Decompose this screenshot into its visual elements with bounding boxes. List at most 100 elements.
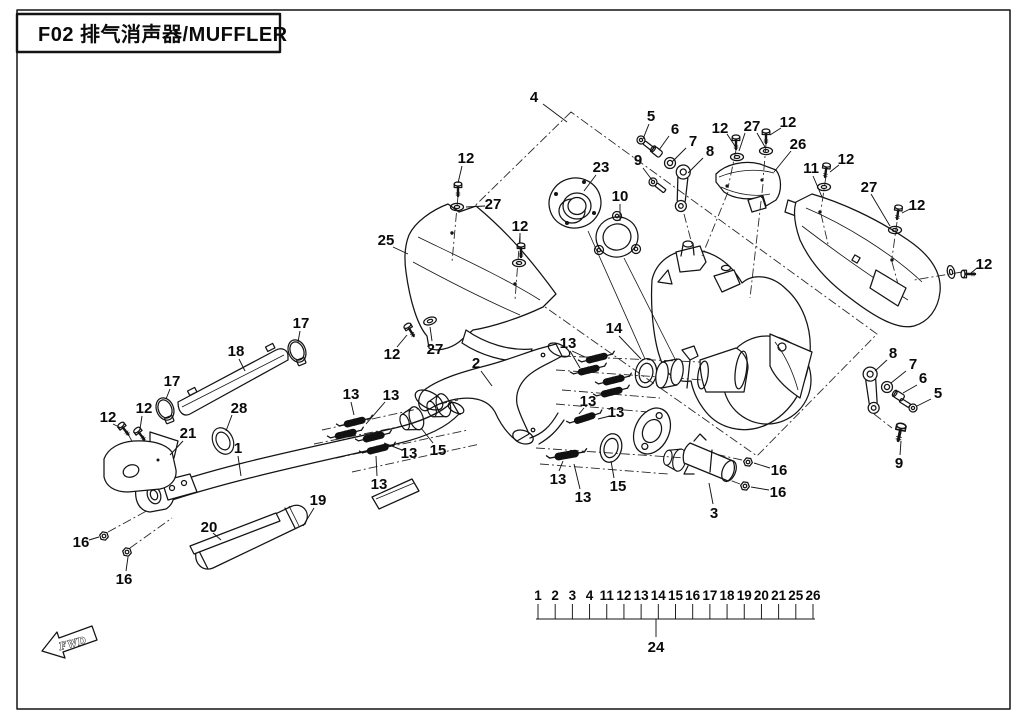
callout-leader — [225, 414, 233, 432]
part-callout-6: 6 — [671, 121, 679, 138]
part-callout-12: 12 — [838, 151, 855, 168]
callout-leader — [573, 463, 581, 490]
washer — [945, 264, 957, 280]
part-callout-12: 12 — [136, 400, 153, 417]
part-callout-15: 15 — [610, 478, 627, 495]
callout-leader — [396, 334, 408, 348]
bolt-12 — [761, 127, 771, 145]
part-callout-13: 13 — [401, 445, 418, 462]
part-callout-13: 13 — [371, 476, 388, 493]
hanger-link-8 — [672, 163, 692, 213]
part-callout-28: 28 — [231, 400, 248, 417]
index-number-21: 21 — [771, 588, 787, 603]
fwd-arrow: FWD — [41, 625, 98, 659]
spring-13 — [593, 385, 630, 396]
callout-leader — [558, 460, 564, 472]
callout-leader — [901, 208, 911, 214]
gasket-ring-15 — [596, 430, 626, 466]
part-callout-15: 15 — [430, 442, 447, 459]
callout-leader — [375, 455, 378, 477]
callout-leader — [392, 246, 409, 255]
callout-leader — [812, 175, 823, 198]
bushing-7 — [880, 380, 894, 394]
page-border — [16, 9, 1011, 710]
part-callout-12: 12 — [976, 256, 993, 273]
part-callout-3: 3 — [710, 505, 718, 522]
washer-27 — [729, 152, 745, 162]
upper-port — [547, 342, 571, 358]
callout-leader — [874, 359, 888, 372]
callout-leader — [542, 103, 568, 123]
spring-13 — [567, 410, 603, 424]
part-callout-13: 13 — [383, 387, 400, 404]
callout-leader — [610, 460, 615, 479]
part-callout-5: 5 — [934, 385, 942, 402]
part-callout-27: 27 — [427, 341, 444, 358]
callout-leader — [237, 455, 242, 477]
tail-pipe-3 — [682, 433, 737, 483]
callout-leader — [726, 133, 736, 147]
callout-leader — [890, 370, 907, 384]
part-callout-16: 16 — [73, 534, 90, 551]
muffler-bracket — [657, 240, 707, 285]
index-number-1: 1 — [534, 588, 542, 603]
connector-tube-18 — [152, 336, 311, 427]
hose-clamp-17 — [284, 336, 311, 369]
callout-leader — [88, 536, 100, 541]
callout-leader — [169, 440, 184, 456]
part-callout-7: 7 — [689, 133, 697, 150]
callout-leader — [902, 384, 918, 394]
page-title: F02 排气消声器/MUFFLER — [38, 22, 288, 46]
index-number-19: 19 — [737, 588, 752, 603]
bolt-12 — [453, 180, 463, 198]
bolt-12 — [892, 203, 904, 221]
part-callout-12: 12 — [100, 409, 117, 426]
index-number-26: 26 — [805, 588, 821, 603]
title-box: F02 排气消声器/MUFFLER — [15, 12, 288, 54]
part-callout-26: 26 — [790, 136, 807, 153]
part-callout-12: 12 — [712, 120, 729, 137]
index-number-4: 4 — [586, 588, 594, 603]
oval-flange — [632, 407, 672, 455]
heat-shield-11 — [784, 193, 941, 328]
index-number-20: 20 — [754, 588, 769, 603]
front-pipe-1 — [98, 401, 465, 570]
part-callout-1: 1 — [234, 440, 242, 457]
exhaust-flange-23 — [548, 177, 602, 229]
index-number-18: 18 — [720, 588, 736, 603]
gasket-ring-14 — [632, 356, 660, 390]
callout-leader — [870, 193, 891, 227]
callout-leader — [753, 462, 771, 469]
joint-lower — [546, 402, 754, 492]
part-callout-16: 16 — [116, 571, 133, 588]
assembly-number: 24 — [648, 639, 665, 656]
callout-leader — [773, 150, 792, 173]
callout-leader — [302, 507, 315, 527]
callout-leader — [350, 401, 355, 416]
part-callout-18: 18 — [228, 343, 245, 360]
part-callout-12: 12 — [780, 114, 797, 131]
callout-leader — [708, 482, 714, 505]
part-callout-19: 19 — [310, 492, 327, 509]
inlet-sleeve — [655, 345, 699, 389]
pipe-bracket-tab — [371, 478, 420, 510]
callout-leader — [899, 440, 902, 456]
callout-leader — [578, 407, 585, 415]
part-callout-13: 13 — [550, 471, 567, 488]
part-callout-14: 14 — [606, 320, 623, 337]
bolt-9 — [892, 420, 908, 444]
callout-leader — [112, 423, 122, 429]
part-callout-13: 13 — [560, 335, 577, 352]
muffler-bracket — [713, 264, 741, 293]
callout-leader — [642, 123, 650, 140]
index-number-15: 15 — [668, 588, 684, 603]
index-number-12: 12 — [616, 588, 631, 603]
part-callout-27: 27 — [861, 179, 878, 196]
part-callout-12: 12 — [384, 346, 401, 363]
bracket-26 — [715, 161, 782, 213]
index-number-11: 11 — [600, 588, 615, 603]
callout-leader — [738, 132, 746, 152]
